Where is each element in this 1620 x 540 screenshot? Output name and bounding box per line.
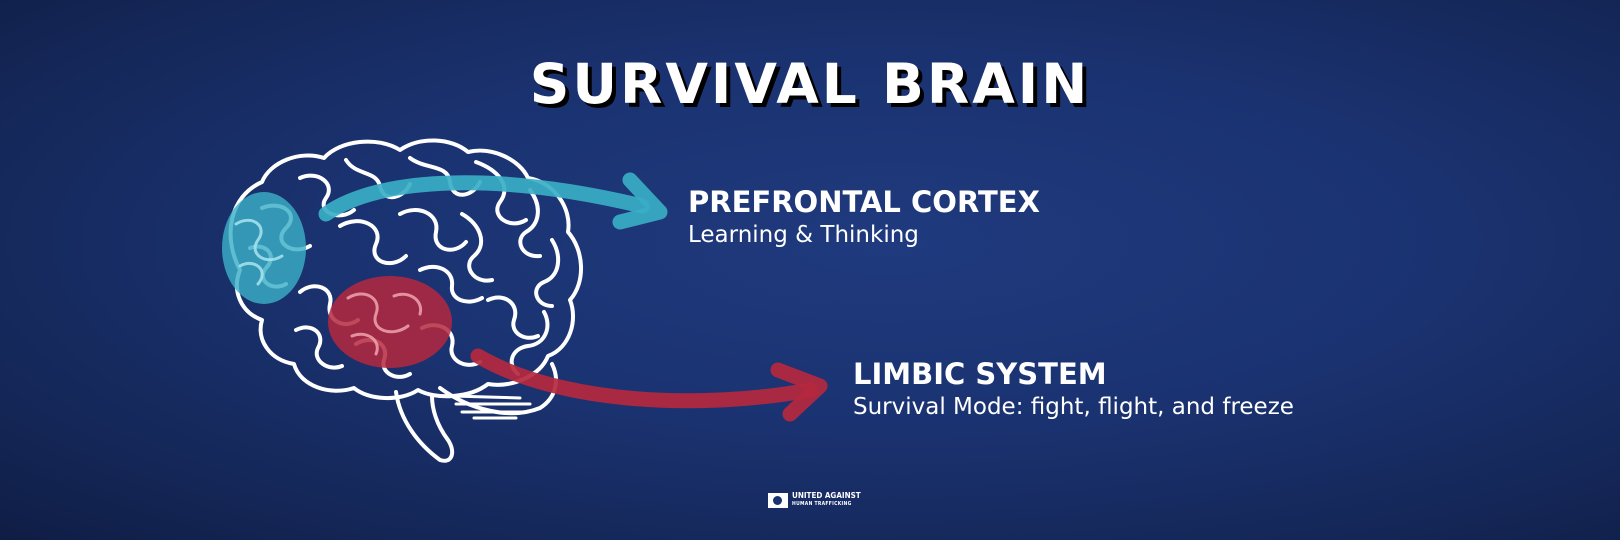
limbic-highlight [328, 276, 452, 368]
logo-icon [768, 492, 788, 508]
organization-logo: UNITED AGAINST HUMAN TRAFFICKING [768, 492, 861, 508]
prefrontal-highlight [222, 192, 306, 304]
limbic-system-heading: LIMBIC SYSTEM [853, 357, 1107, 391]
brain-outline [228, 138, 584, 401]
page-title: SURVIVAL BRAIN [529, 52, 1091, 116]
logo-line2: HUMAN TRAFFICKING [792, 501, 852, 507]
prefrontal-cortex-heading: PREFRONTAL CORTEX [688, 185, 1040, 219]
limbic-system-description: Survival Mode: fight, flight, and freeze [853, 394, 1294, 420]
prefrontal-cortex-label: PREFRONTAL CORTEX Learning & Thinking [688, 184, 1040, 250]
limbic-arrow [470, 348, 828, 422]
prefrontal-arrow [318, 172, 668, 230]
brain-stem [394, 390, 455, 463]
prefrontal-cortex-description: Learning & Thinking [688, 222, 919, 248]
logo-text: UNITED AGAINST HUMAN TRAFFICKING [792, 492, 861, 508]
limbic-system-label: LIMBIC SYSTEM Survival Mode: fight, flig… [853, 356, 1294, 422]
logo-line1: UNITED AGAINST [792, 491, 861, 500]
